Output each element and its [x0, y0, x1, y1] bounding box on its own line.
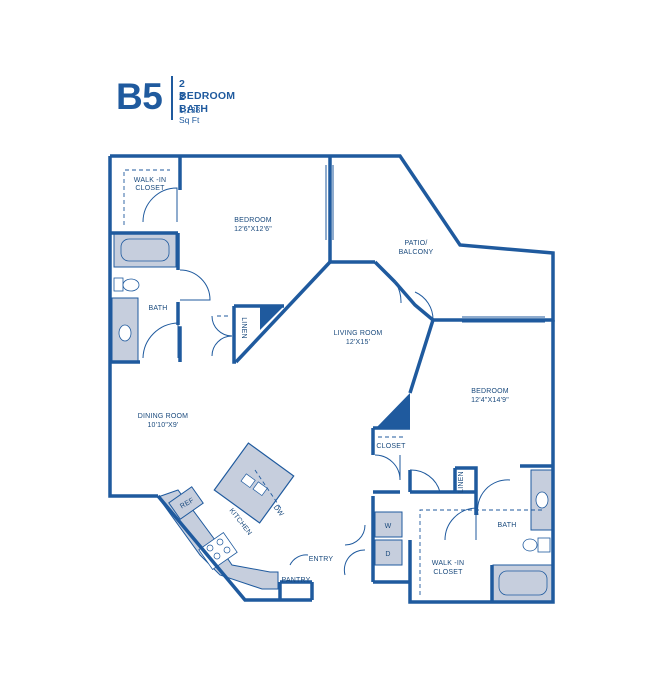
entry-label: ENTRY: [309, 556, 334, 563]
door-swings: [142, 187, 511, 576]
toilet-2: [522, 537, 551, 553]
closet-label: CLOSET: [376, 443, 406, 450]
bedroom-1-label: BEDROOM: [234, 217, 272, 224]
living-room-label: LIVING ROOM: [334, 330, 383, 337]
walk-in-closet-1-label-line2: CLOSET: [135, 185, 165, 192]
header-divider: [171, 76, 173, 120]
square-footage: 1,138 Sq Ft: [179, 105, 201, 125]
fixtures: [111, 232, 554, 602]
structural-column-1: [260, 306, 284, 330]
closet-shelving: [123, 169, 545, 595]
unit-code: B5: [116, 76, 163, 117]
living-room-dimensions: 12'X15': [346, 339, 370, 346]
dining-room-dimensions: 10'10"X9': [147, 422, 178, 429]
cooktop: [198, 532, 238, 570]
dryer: [374, 539, 403, 566]
walls: [108, 154, 555, 604]
bedroom-2-dimensions: 12'4"X14'9": [471, 397, 509, 404]
linen-1-label: LINEN: [240, 317, 247, 339]
walk-in-closet-1-label-line1: WALK -IN: [134, 177, 166, 184]
linen-2-label: LINEN: [458, 471, 465, 493]
bedroom-count: 2 BEDROOM: [179, 78, 236, 102]
structural-column-2: [376, 393, 410, 428]
bathtub-1: [113, 232, 177, 268]
walk-in-closet-2-label-line1: WALK -IN: [432, 560, 464, 567]
dryer-label: D: [385, 551, 390, 558]
patio-label-line1: PATIO/: [404, 240, 427, 247]
bedroom-1-dimensions: 12'6"X12'6": [234, 226, 272, 233]
walk-in-closet-2-label-line2: CLOSET: [433, 569, 463, 576]
bath-1-label: BATH: [149, 305, 168, 312]
dining-room-label: DINING ROOM: [138, 413, 188, 420]
bathtub-2: [492, 564, 554, 602]
washer: [374, 511, 403, 538]
dishwasher-label: DW: [272, 504, 285, 518]
windows: [325, 165, 545, 323]
bath-count: 2 BATH: [179, 91, 209, 115]
patio-label-line2: BALCONY: [399, 249, 434, 256]
refrigerator: [168, 486, 204, 520]
pantry-label: PANTRY: [282, 577, 311, 584]
toilet-1: [113, 277, 140, 292]
bath-2-label: BATH: [498, 522, 517, 529]
kitchen-island: [213, 442, 295, 524]
washer-label: W: [385, 523, 392, 530]
bedroom-2-label: BEDROOM: [471, 388, 509, 395]
